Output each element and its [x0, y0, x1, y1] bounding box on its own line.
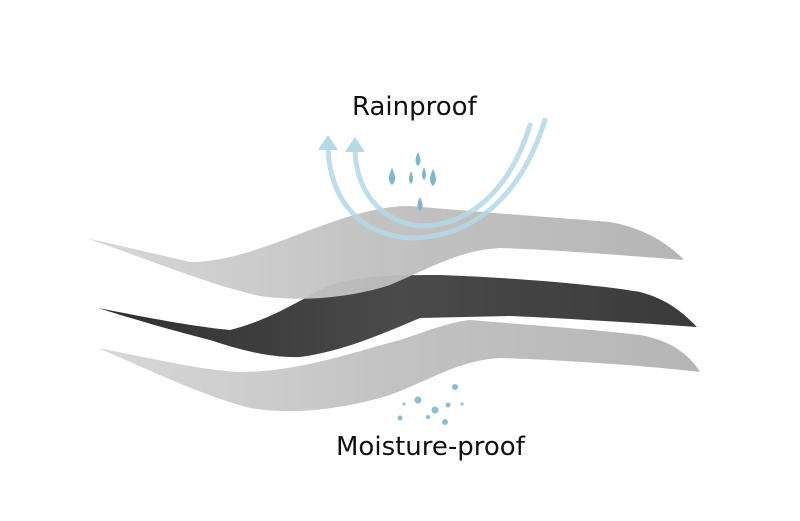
moisture-proof-label: Moisture-proof — [336, 432, 525, 462]
inner-layer — [98, 320, 700, 412]
arrowheads — [318, 135, 365, 152]
airflow-arrows — [325, 117, 548, 241]
outer-layer — [86, 206, 684, 299]
rain-droplets-icon — [389, 152, 436, 211]
rainproof-label: Rainproof — [352, 92, 477, 122]
membrane-layer — [98, 275, 697, 358]
moisture-dots-icon — [397, 384, 464, 425]
